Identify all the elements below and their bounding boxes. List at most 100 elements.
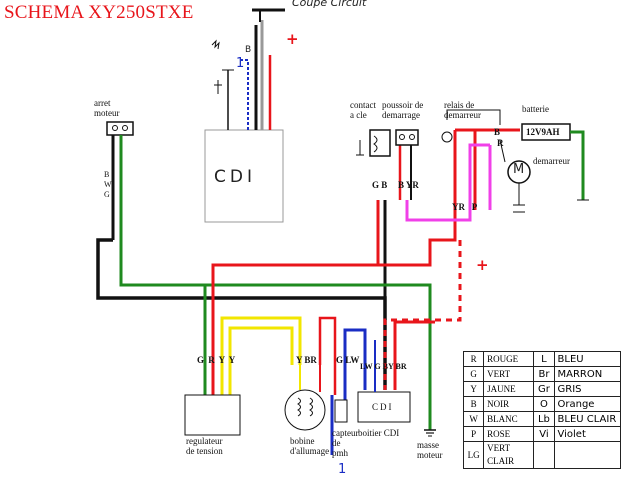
diagram-title: SCHEMA XY250STXE [4, 2, 194, 23]
boitier-cdi-label: boitier CDI [358, 428, 400, 438]
plus-relay-label: + [476, 256, 489, 274]
poussoir-contact-1 [399, 134, 405, 140]
legend-hand: Br [533, 366, 555, 382]
legend-name: VERT CLAIR [483, 441, 535, 469]
black-main-loop [96, 238, 387, 390]
legend-hand: Vi [533, 426, 555, 442]
demarreur-label: demarreur [533, 156, 570, 166]
red-cdi-wire [393, 320, 435, 390]
legend-name: ROSE [483, 426, 535, 442]
green-main-loop [119, 275, 432, 430]
bobine-wire-codes: Y BR [296, 355, 317, 365]
legend-code: G [462, 366, 485, 382]
legend-code: P [462, 426, 485, 442]
bobine-coil-1 [297, 397, 301, 417]
legend-hand-name: BLEU CLAIR [553, 411, 621, 427]
legend-code: Y [462, 381, 485, 397]
capteur-label: capteur de pmh [332, 428, 359, 458]
regulateur-wire-codes: G R Y Y [197, 355, 237, 365]
legend-hand [533, 441, 555, 469]
legend-hand-name [553, 441, 621, 469]
cdi-bottom-label: CDI [372, 402, 394, 412]
cdi-top-ground-icon [211, 39, 220, 50]
bobine-circle [284, 389, 326, 431]
legend-hand: O [533, 396, 555, 412]
poussoir-label: poussoir de demarrage [382, 100, 424, 120]
cdi-top-box [204, 129, 284, 223]
arret-moteur-switch [106, 121, 134, 136]
relay-b-code: B [494, 127, 501, 137]
arret-moteur-contact-1 [112, 125, 118, 131]
legend-hand-name: Violet [553, 426, 621, 442]
legend-code: B [462, 396, 485, 412]
legend-code: R [462, 351, 485, 367]
capteur-wire-codes: G LW [336, 355, 360, 365]
batterie-label: batterie [522, 104, 549, 114]
relais-link [446, 109, 501, 125]
relais-label: relais de demarreur [444, 100, 481, 120]
capteur-box [334, 399, 348, 423]
legend-code: W [462, 411, 485, 427]
contact-cle-label: contact a cle [350, 100, 376, 120]
plus-top-label: + [286, 30, 299, 48]
legend-name: BLANC [483, 411, 535, 427]
legend-hand-name: MARRON [553, 366, 621, 382]
demarreur-link [499, 139, 506, 163]
legend-hand-name: BLEU [553, 351, 621, 367]
legend-name: ROUGE [483, 351, 535, 367]
masse-label: masse moteur [417, 440, 443, 460]
legend-name: NOIR [483, 396, 535, 412]
cdi-top-b-label: B [245, 45, 252, 55]
poussoir-contact-2 [409, 134, 415, 140]
arret-moteur-label: arret moteur [94, 98, 120, 118]
bobine-red-wire [318, 316, 337, 395]
yellow-wire-1 [220, 316, 302, 395]
cdi-top-wire-ticks [214, 80, 222, 94]
poussoir-wire-codes: B YR [398, 180, 419, 190]
cdi-top-label: CDI [214, 167, 256, 187]
contact-cle-coil [373, 135, 378, 153]
motor-symbol: M [513, 162, 525, 177]
legend-hand-name: GRIS [553, 381, 621, 397]
pink-wire [405, 143, 490, 222]
demarreur-ground [513, 183, 525, 206]
legend-hand: Gr [533, 381, 555, 397]
legend-hand: Lb [533, 411, 555, 427]
poussoir-switch [395, 129, 419, 146]
contact-wire-codes: G B [372, 180, 388, 190]
relais-contact [441, 131, 453, 143]
regulateur-label: regulateur de tension [186, 436, 223, 456]
yellow-wire-2 [228, 326, 294, 395]
arret-wire-codes: B W G [104, 170, 112, 199]
legend-hand-name: Orange [553, 396, 621, 412]
legend-name: VERT [483, 366, 535, 382]
legend-hand: L [533, 351, 555, 367]
contact-cle-switch [369, 129, 391, 157]
blue-capteur-wire [343, 328, 367, 400]
legend-name: JAUNE [483, 381, 535, 397]
legend-code: LG [462, 441, 485, 469]
bobine-coil-2 [309, 397, 313, 417]
relais-wire-codes: YR P [452, 202, 478, 212]
cdi-wire-codes: LW G BY BR [360, 362, 407, 371]
batterie-green-wire [570, 130, 585, 200]
relay-r-code: R [497, 138, 504, 148]
batterie-spec: 12V9AH [526, 127, 560, 137]
coupe-circuit-label: Coupe Circuit [292, 0, 367, 9]
cdi-top-wire-blue [241, 59, 249, 130]
red-dashed-wire [383, 240, 462, 390]
red-main-wire [211, 130, 457, 395]
capteur-1-label: 1 [338, 462, 347, 477]
cdi-bottom-box [357, 391, 411, 423]
arret-moteur-contact-2 [122, 125, 128, 131]
